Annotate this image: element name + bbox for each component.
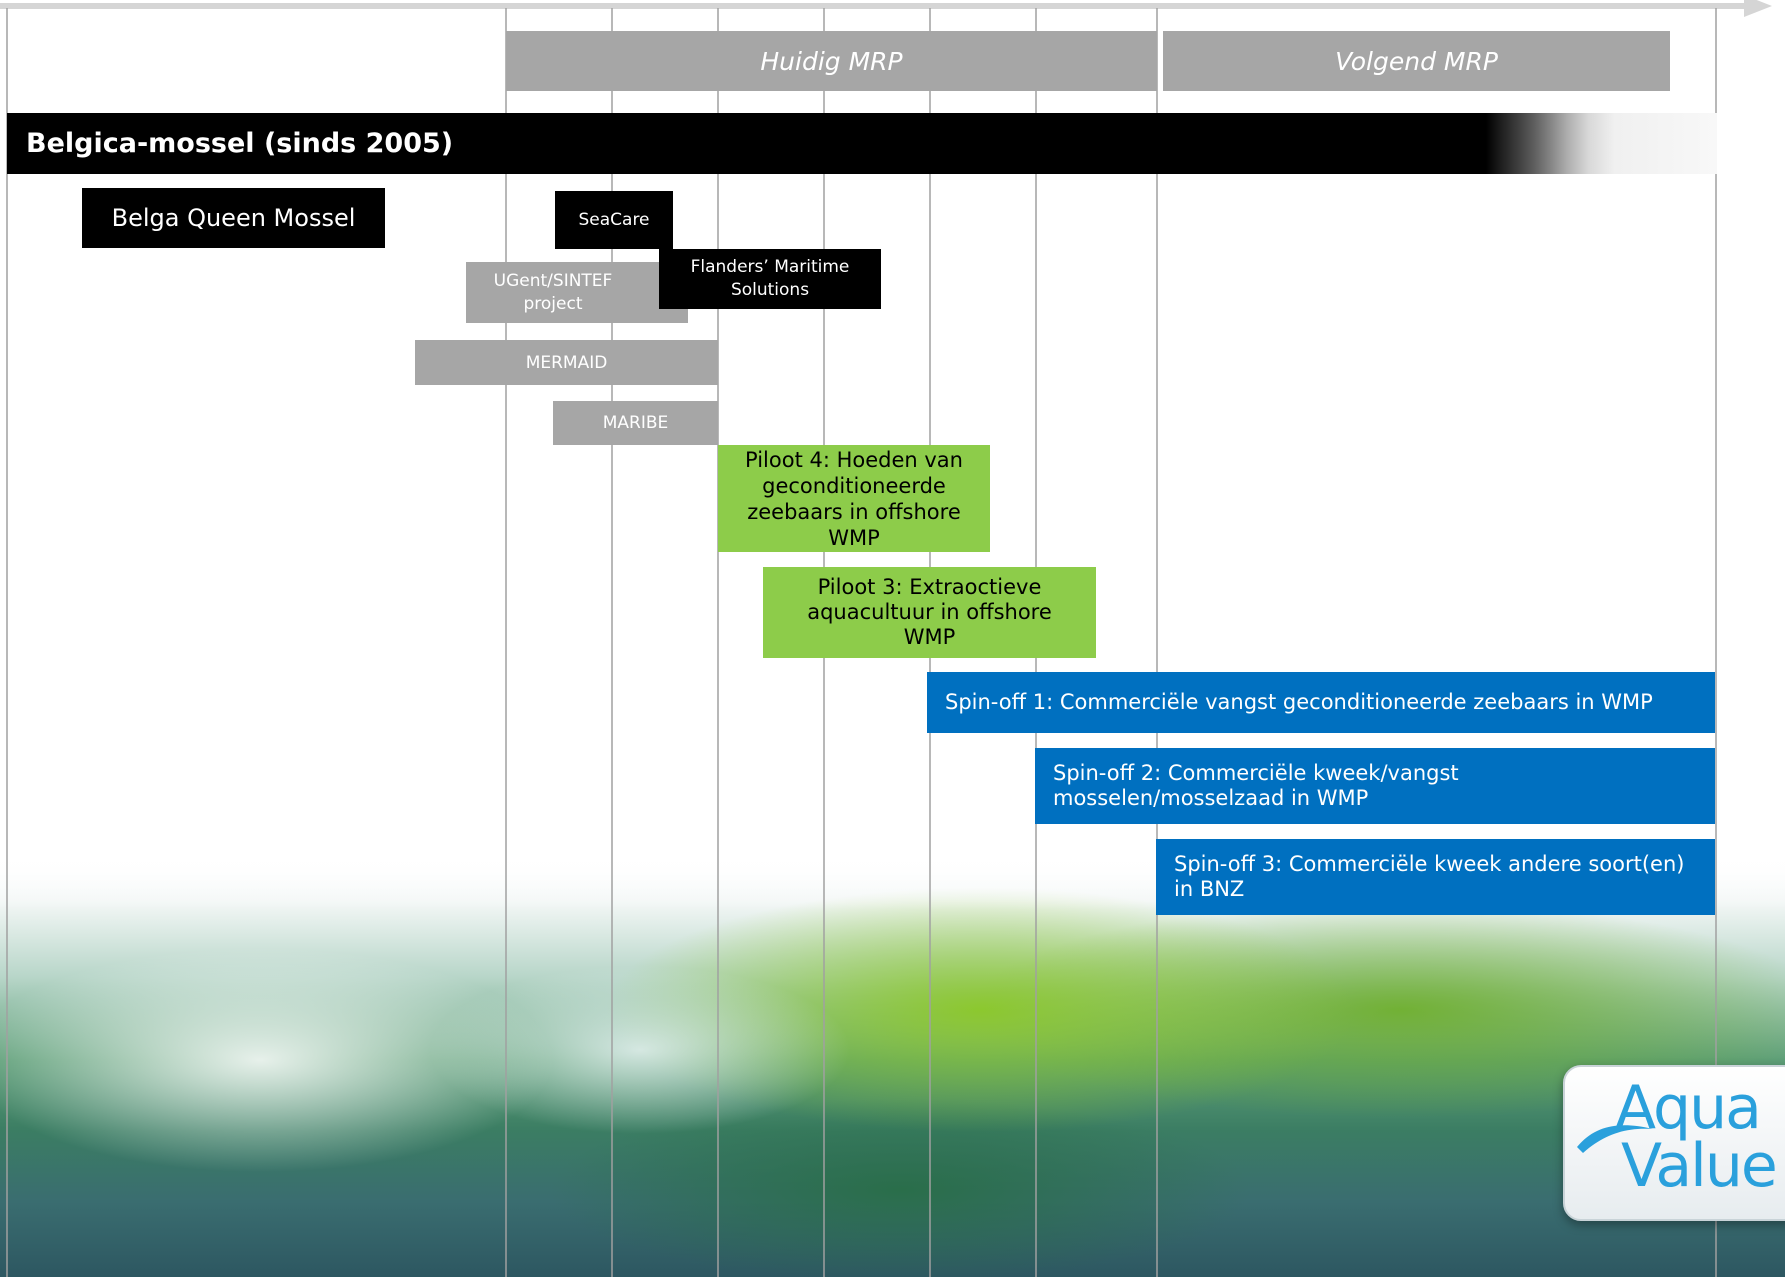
project-mermaid-label: MERMAID: [525, 352, 608, 373]
grid-line: [6, 8, 8, 1277]
pilot-3-label: Piloot 3: Extraoctieve aquacultuur in of…: [807, 575, 1052, 649]
timeline-arrow-head-icon: [1744, 0, 1772, 17]
grid-line: [505, 8, 507, 1277]
spinoff-1-label: Spin-off 1: Commerciële vangst geconditi…: [945, 690, 1653, 714]
project-flanders-maritime: Flanders’ Maritime Solutions: [659, 249, 881, 309]
project-maribe-label: MARIBE: [602, 413, 669, 433]
project-flanders-maritime-label: Flanders’ Maritime Solutions: [690, 257, 850, 300]
project-belga-queen-label: Belga Queen Mossel: [111, 204, 356, 232]
period-current-label: Huidig MRP: [760, 46, 903, 76]
logo-text-value: Value: [1621, 1131, 1778, 1201]
belgica-mossel-banner: Belgica-mossel (sinds 2005): [7, 113, 1717, 174]
period-next-label: Volgend MRP: [1335, 46, 1498, 76]
grid-line: [611, 8, 613, 1277]
spinoff-1: Spin-off 1: Commerciële vangst geconditi…: [927, 672, 1715, 733]
grid-line: [1715, 8, 1717, 1277]
spinoff-2-label: Spin-off 2: Commerciële kweek/vangst mos…: [1053, 761, 1459, 810]
project-seacare: SeaCare: [555, 191, 673, 249]
spinoff-3-label: Spin-off 3: Commerciële kweek andere soo…: [1174, 852, 1685, 901]
project-maribe: MARIBE: [553, 401, 718, 445]
pilot-4-label: Piloot 4: Hoeden van geconditioneerde ze…: [745, 447, 963, 550]
logo-swoosh-icon: [1577, 1125, 1653, 1153]
spinoff-2: Spin-off 2: Commerciële kweek/vangst mos…: [1035, 748, 1715, 824]
project-ugent-sintef-label: UGent/SINTEF project: [493, 270, 613, 314]
period-current-mrp: Huidig MRP: [506, 31, 1157, 91]
period-next-mrp: Volgend MRP: [1163, 31, 1670, 91]
spinoff-3: Spin-off 3: Commerciële kweek andere soo…: [1156, 839, 1715, 915]
timeline-arrow-line: [0, 3, 1760, 9]
logo-text-aqua: Aqua: [1615, 1073, 1762, 1143]
project-ugent-sintef: UGent/SINTEF project: [466, 262, 688, 323]
project-seacare-label: SeaCare: [578, 210, 650, 230]
grid-line: [1156, 8, 1158, 1277]
ocean-wave-background: [0, 860, 1785, 1277]
aquavalue-logo: Aqua Value: [1563, 1065, 1785, 1221]
project-mermaid: MERMAID: [415, 340, 718, 385]
pilot-4: Piloot 4: Hoeden van geconditioneerde ze…: [718, 445, 990, 552]
pilot-3: Piloot 3: Extraoctieve aquacultuur in of…: [763, 567, 1096, 658]
project-belga-queen: Belga Queen Mossel: [82, 188, 385, 248]
grid-line: [717, 8, 719, 1277]
banner-label: Belgica-mossel (sinds 2005): [26, 128, 454, 159]
